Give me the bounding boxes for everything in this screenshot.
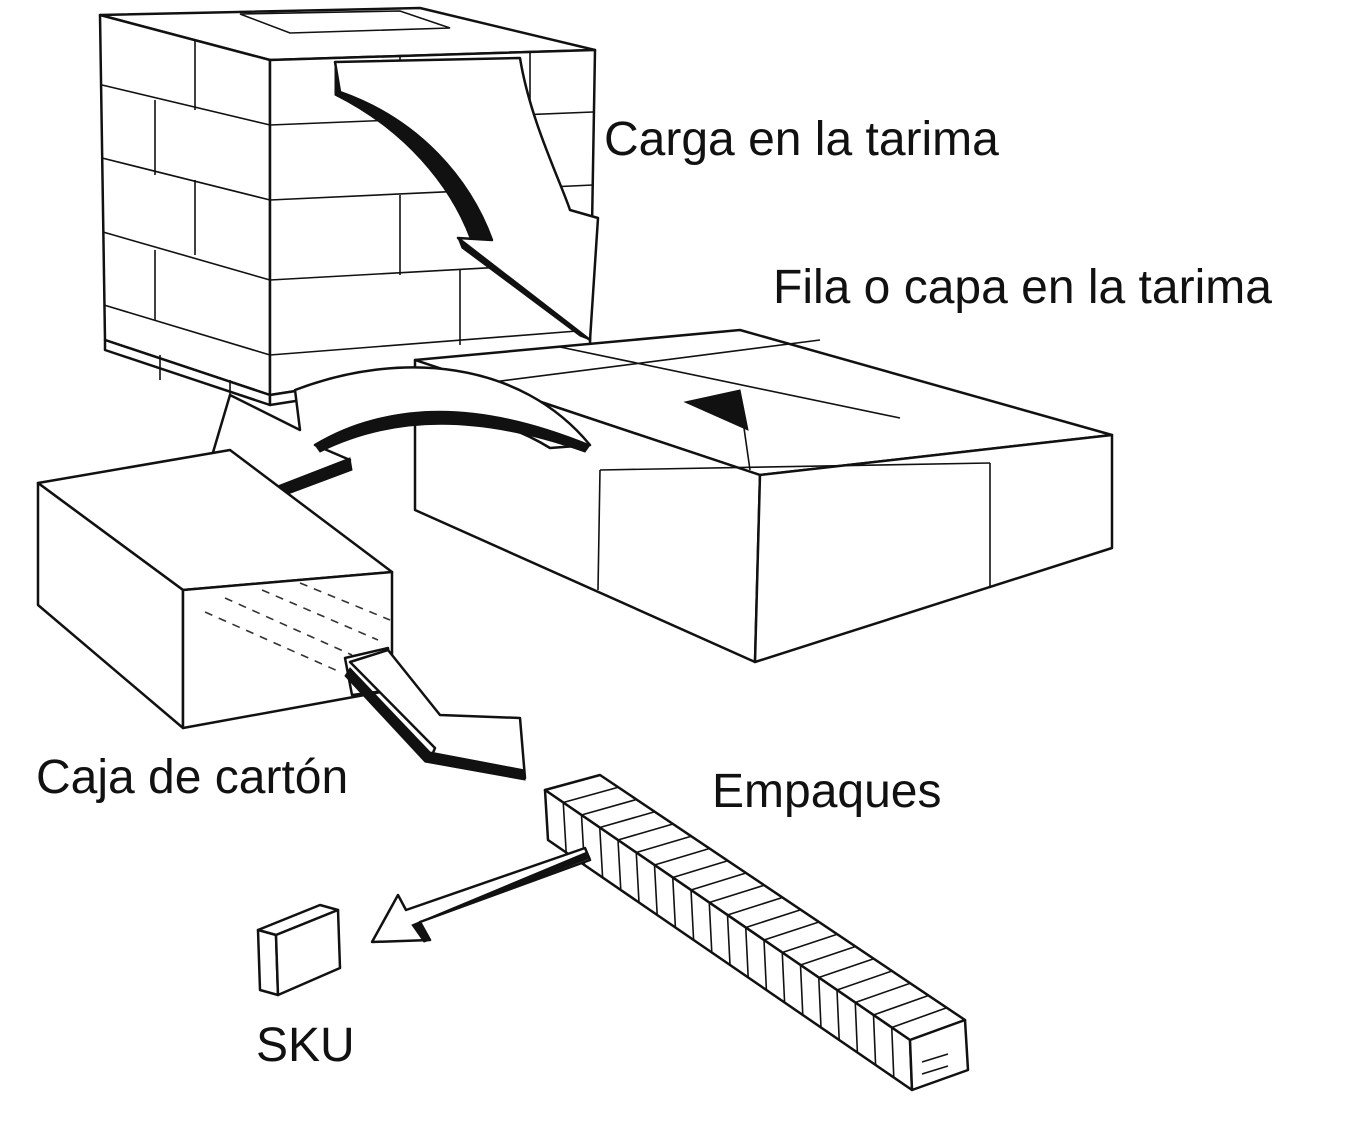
pack-divider-side [671, 877, 677, 928]
pack-divider-top [891, 1006, 948, 1029]
pack-divider-top [636, 835, 692, 854]
pack-divider-top [818, 957, 875, 979]
pack-divider-top [836, 970, 893, 991]
pallet-load-label: Carga en la tarima [604, 113, 999, 166]
pack-divider-side [726, 914, 731, 966]
pack-divider-side [854, 1002, 859, 1053]
sku-label: SKU [256, 1019, 355, 1072]
arrow-packs-to-sku [370, 846, 592, 944]
packs-label: Empaques [712, 765, 942, 818]
pack-divider-top [709, 884, 765, 904]
carton-box-illustration [36, 448, 394, 730]
pack-divider-side [836, 989, 840, 1041]
arrow-carton-to-packs [344, 648, 527, 781]
pack-divider-side [872, 1014, 877, 1066]
pack-divider-side [781, 952, 786, 1003]
pack-divider-side [617, 839, 622, 891]
pack-divider-side [799, 964, 804, 1016]
pack-divider-side [708, 902, 713, 953]
pack-divider-top [672, 859, 728, 879]
pack-divider-side [562, 802, 567, 853]
pack-divider-top [617, 823, 674, 841]
pack-divider-top [763, 921, 820, 941]
pack-divider-top [654, 847, 710, 866]
pack-divider-side [817, 977, 822, 1028]
pack-divider-top [727, 896, 783, 916]
pallet-row-layer-label: Fila o capa en la tarima [773, 261, 1272, 314]
pack-divider-side [653, 864, 658, 916]
pack-divider-top [563, 786, 619, 804]
pack-divider-top [854, 982, 911, 1004]
pack-divider-top [873, 994, 929, 1016]
pack-divider-top [800, 945, 856, 966]
pack-divider-side [598, 827, 604, 878]
pallet-layer-illustration [413, 328, 1114, 664]
pack-divider-side [690, 889, 695, 941]
arrow-pallet-to-layer [333, 56, 600, 342]
pack-divider-side [890, 1027, 895, 1078]
packs-illustration [543, 773, 970, 1092]
pack-divider-side [763, 939, 768, 991]
pack-divider-top [781, 933, 838, 954]
pack-divider-top [745, 908, 801, 929]
pack-divider-side [744, 927, 749, 978]
sku-illustration [256, 903, 342, 997]
pack-divider-side [635, 852, 640, 903]
pack-divider-top [581, 798, 637, 816]
pack-divider-top [690, 872, 747, 891]
carton-box-label: Caja de cartón [36, 751, 349, 804]
pack-divider-top [599, 810, 655, 829]
